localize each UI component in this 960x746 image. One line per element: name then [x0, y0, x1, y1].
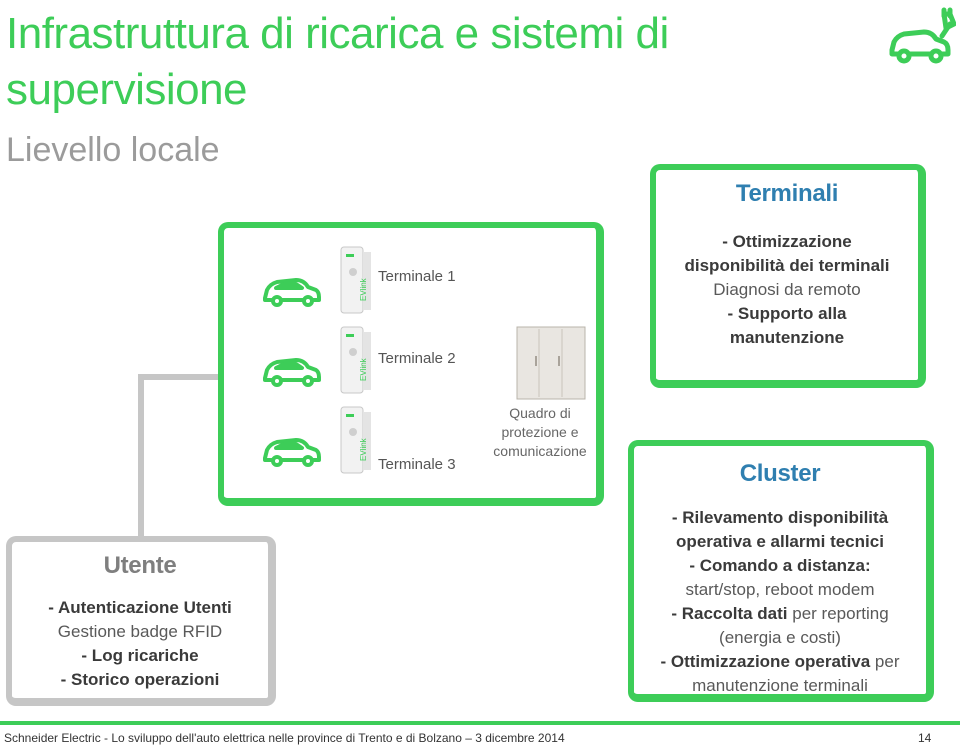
electric-car-icon	[263, 278, 321, 307]
utente-connector-vertical	[138, 374, 144, 540]
page-number: 14	[918, 731, 932, 745]
charging-station-icon: EVlink	[340, 246, 371, 314]
cluster-line-7-rest: per	[870, 652, 900, 671]
cluster-line-3: - Comando a distanza:	[689, 556, 871, 575]
footer-text: Schneider Electric - Lo sviluppo dell'au…	[4, 731, 565, 745]
protection-cabinet-icon	[516, 326, 586, 400]
terminali-title: Terminali	[735, 180, 839, 207]
utente-title: Utente	[103, 552, 177, 579]
charging-station-icon: EVlink	[340, 406, 371, 474]
cluster-title: Cluster	[739, 460, 821, 487]
electric-car-icon	[263, 358, 321, 387]
cluster-line-8: manutenzione terminali	[692, 676, 868, 695]
cluster-line-4: start/stop, reboot modem	[685, 580, 875, 599]
station-brand-label: EVlink	[359, 277, 368, 301]
slide-subtitle: Lievello locale	[6, 131, 220, 169]
local-infrastructure-box	[218, 222, 604, 506]
footer-divider	[0, 721, 960, 725]
charging-station-icon: EVlink	[340, 326, 371, 394]
utente-text: - Autenticazione Utenti Gestione badge R…	[12, 596, 268, 692]
cluster-line-1: - Rilevamento disponibilità	[671, 508, 889, 527]
station-brand-label: EVlink	[359, 357, 368, 381]
cluster-line-6: (energia e costi)	[719, 628, 841, 647]
cluster-text: - Rilevamento disponibilità operativa e …	[634, 506, 926, 698]
terminali-line-2: disponibilità dei terminali	[684, 256, 890, 275]
slide-title: Infrastruttura di ricarica e sistemi di …	[6, 9, 669, 114]
cluster-line-5-rest: per reporting	[787, 604, 889, 623]
ev-plug-car-icon	[889, 7, 956, 64]
utente-line-4: - Storico operazioni	[60, 670, 220, 689]
terminali-box: Terminali - Ottimizzazione disponibilità…	[650, 164, 926, 388]
terminali-line-3: Diagnosi da remoto	[713, 280, 861, 299]
terminali-text: - Ottimizzazione disponibilità dei termi…	[656, 230, 918, 350]
terminal-3-label: Terminale 3	[378, 456, 456, 473]
terminali-line-5: manutenzione	[729, 328, 845, 347]
quadro-label: Quadro di protezione e comunicazione	[493, 405, 587, 459]
cluster-line-5-bold: - Raccolta dati	[671, 604, 788, 623]
utente-line-1: - Autenticazione Utenti	[48, 598, 232, 617]
utente-box: Utente - Autenticazione Utenti Gestione …	[6, 536, 276, 706]
station-brand-label: EVlink	[359, 437, 368, 461]
utente-connector-horizontal	[138, 374, 222, 380]
terminal-2-label: Terminale 2	[378, 350, 456, 367]
terminali-line-1: - Ottimizzazione	[722, 232, 852, 251]
cluster-line-7-bold: - Ottimizzazione operativa	[660, 652, 871, 671]
terminal-1-label: Terminale 1	[378, 268, 456, 285]
utente-line-2: Gestione badge RFID	[57, 622, 223, 641]
cluster-box: Cluster - Rilevamento disponibilità oper…	[628, 440, 934, 702]
cluster-line-2: operativa e allarmi tecnici	[676, 532, 884, 551]
terminali-line-4: - Supporto alla	[727, 304, 847, 323]
utente-line-3: - Log ricariche	[81, 646, 199, 665]
electric-car-icon	[263, 438, 321, 467]
